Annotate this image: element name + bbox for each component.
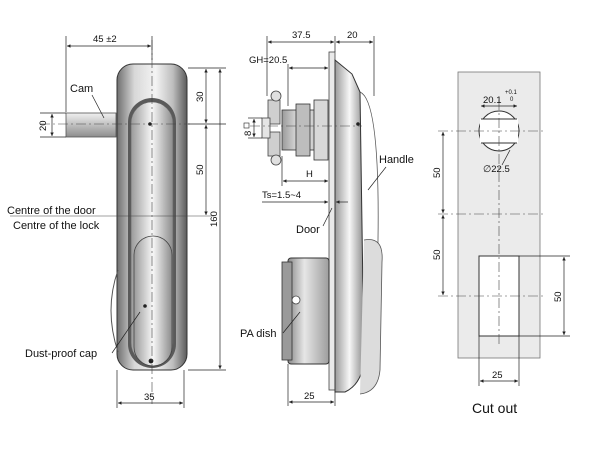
dim-cut-tol-plus: +0.1 [505, 90, 518, 96]
dim-cut-tol-zero: 0 [510, 97, 514, 103]
label-door: Door [296, 224, 320, 236]
dim-ts: Ts=1.5~4 [262, 190, 301, 201]
dim-cut-dia: ∅22.5 [483, 164, 510, 175]
label-centre-door: Centre of the door [7, 205, 96, 217]
dim-cut-20-1: 20.1 [483, 95, 502, 106]
dim-h: H [306, 169, 313, 180]
dim-side-25: 25 [304, 391, 315, 402]
label-cam: Cam [70, 83, 93, 95]
dim-cut-50-b: 50 [432, 249, 443, 260]
dim-37-5: 37.5 [292, 30, 311, 41]
dim-cut-25: 25 [492, 370, 503, 381]
dim-160: 160 [209, 211, 220, 227]
handle-body [334, 58, 365, 393]
cam-part [65, 112, 117, 138]
dim-30: 30 [195, 91, 206, 102]
label-cut-out: Cut out [472, 400, 517, 416]
dim-35: 35 [144, 392, 155, 403]
dim-gh: GH=20.5 [249, 55, 287, 66]
dim-45: 45 ±2 [93, 34, 117, 45]
label-handle: Handle [379, 154, 414, 166]
label-centre-lock: Centre of the lock [13, 220, 100, 232]
pa-dish-part [287, 257, 330, 365]
front-view: 45 ±2 20 30 50 160 35 Cam Centre of the … [7, 34, 226, 408]
cap-pivot [148, 358, 154, 364]
dim-cut-50-a: 50 [432, 167, 443, 178]
cut-out-view: 20.1 +0.1 0 ∅22.5 50 50 50 25 Cut out [432, 71, 570, 416]
dim-square-8: 8 [243, 131, 254, 136]
label-dust-proof-cap: Dust-proof cap [25, 348, 97, 360]
label-pa-dish: PA dish [240, 328, 277, 340]
dust-proof-cap-part [133, 235, 173, 367]
door-plate [328, 51, 336, 391]
dim-50: 50 [195, 164, 206, 175]
dim-cam-20: 20 [38, 120, 49, 131]
side-view: 37.5 20 GH=20.5 8 H Ts=1.5~4 25 Handle D… [240, 30, 414, 406]
dim-side-20: 20 [347, 30, 358, 41]
dim-cut-50-right: 50 [553, 291, 564, 302]
